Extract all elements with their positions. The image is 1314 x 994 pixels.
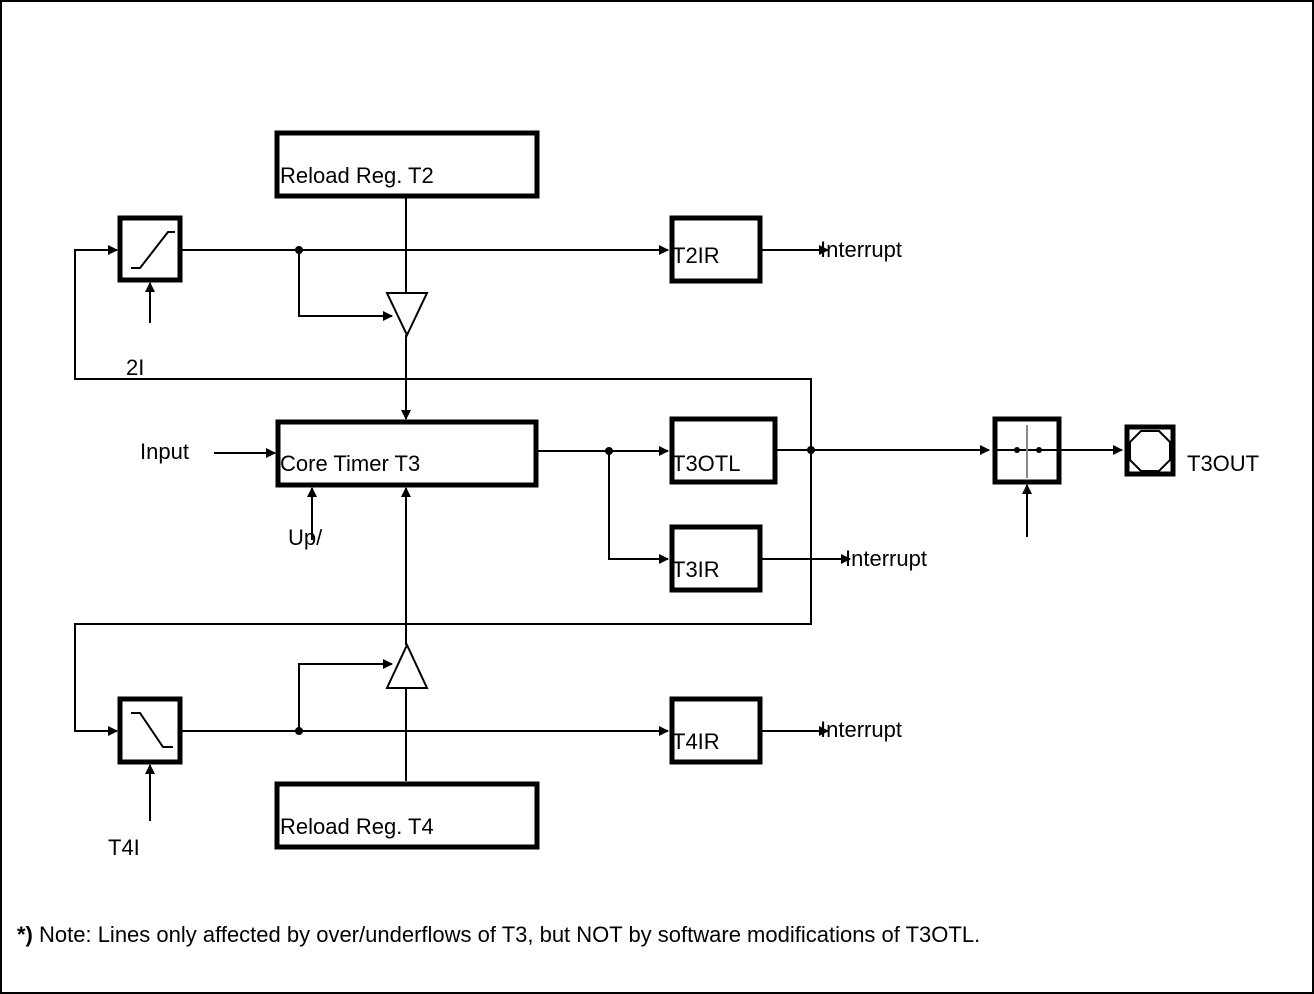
t3otl-box — [669, 416, 778, 485]
t3ir-box — [669, 524, 763, 593]
t2-interrupt-label: Interrupt — [820, 237, 902, 262]
t3otl-label: T3OTL — [672, 451, 740, 476]
footnote-text: Note: Lines only affected by over/underf… — [33, 922, 980, 947]
reload-reg-t4-label: Reload Reg. T4 — [280, 814, 434, 839]
footnote: *) Note: Lines only affected by over/und… — [17, 922, 980, 947]
t2-reload-gate — [385, 292, 429, 338]
t2-to-gate-line — [298, 250, 393, 321]
core-timer-box — [275, 419, 539, 488]
t4ir-box — [669, 696, 763, 765]
t3out-label: T3OUT — [1187, 451, 1259, 476]
t2-feedback-line — [74, 245, 812, 450]
t4i-label: T4I — [108, 835, 140, 860]
footnote-marker: *) — [17, 922, 33, 947]
core-timer-section: Input Core Timer T3 Up/ T3OTL T3OUT T3IR… — [140, 416, 1259, 593]
t2i-label: 2I — [126, 355, 144, 380]
t4ir-label: T4IR — [672, 729, 720, 754]
t4-reload-gate — [385, 642, 429, 689]
t3out-pin-octagon — [1129, 430, 1171, 472]
reload-reg-t4-box — [274, 781, 540, 850]
t4-edge-detector — [117, 696, 183, 765]
t4-feedback-line — [74, 450, 812, 736]
switch-contact-left — [1014, 447, 1020, 453]
t4-interrupt-label: Interrupt — [820, 717, 902, 742]
core-timer-label: Core Timer T3 — [280, 451, 420, 476]
t3ir-label: T3IR — [672, 557, 720, 582]
t4-to-gate-line — [298, 659, 393, 731]
t4-section: T4I Reload Reg. T4 T4IR Interrupt — [74, 450, 902, 860]
rising-edge-icon — [131, 231, 175, 269]
t3-interrupt-label: Interrupt — [845, 546, 927, 571]
switch-contact-right — [1036, 447, 1042, 453]
t2ir-label: T2IR — [672, 243, 720, 268]
up-down-label: Up/ — [288, 525, 323, 550]
reload-reg-t2-box — [274, 130, 540, 199]
input-label: Input — [140, 439, 189, 464]
t3-to-t3ir-line — [608, 451, 669, 564]
falling-edge-icon — [131, 712, 173, 748]
t2ir-box — [669, 215, 763, 284]
t2-edge-detector — [117, 215, 183, 283]
t2-section: 2I Reload Reg. T2 T2IR Interrupt — [74, 130, 902, 450]
reload-reg-t2-label: Reload Reg. T2 — [280, 163, 434, 188]
